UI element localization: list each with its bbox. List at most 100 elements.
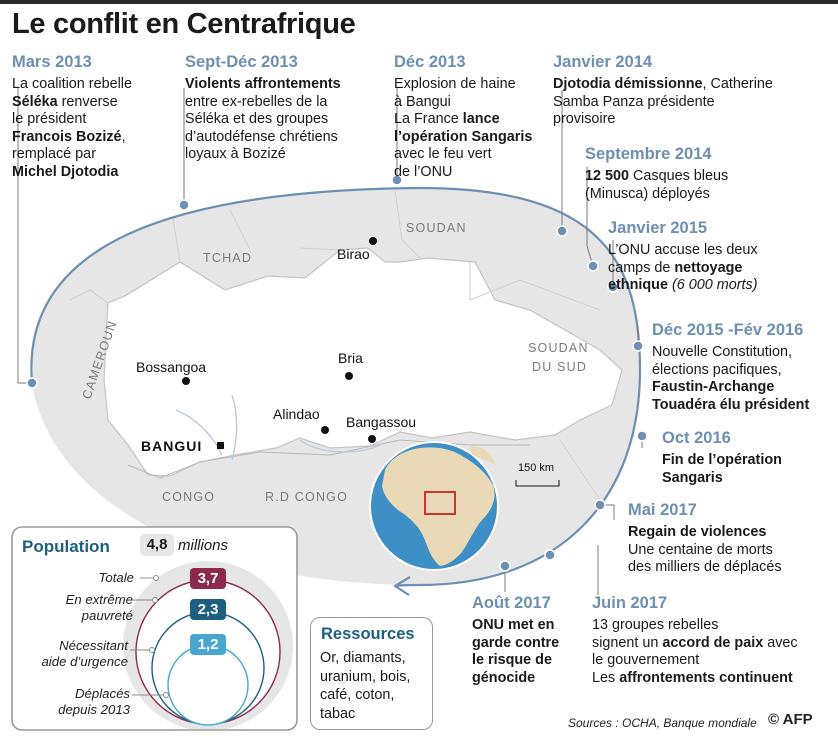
page-title: Le conflit en Centrafrique xyxy=(12,8,356,40)
event-date: Mai 2017 xyxy=(628,501,697,519)
country-label: TCHAD xyxy=(203,251,252,265)
timeline-dot xyxy=(26,377,38,389)
capital-label: BANGUI xyxy=(141,438,202,454)
event-text: La coalition rebelle xyxy=(12,76,133,92)
event-date: Janvier 2015 xyxy=(608,219,708,237)
rivers xyxy=(175,394,381,461)
timeline-dot xyxy=(499,560,511,572)
resources-title: Ressources xyxy=(321,625,415,643)
event-date: Janvier 2014 xyxy=(553,53,653,71)
timeline-dot xyxy=(587,260,599,272)
event-text: ONU met en xyxy=(472,617,555,633)
event-septembre-2014: Septembre 2014 12 500 Casques bleus(Minus… xyxy=(585,144,728,203)
population-value-total: 3,7 xyxy=(190,568,226,589)
event-text: de l’ONU xyxy=(394,163,453,180)
event-date: Septembre 2014 xyxy=(585,145,712,163)
event-date: Août 2017 xyxy=(472,594,551,612)
event-text: génocide xyxy=(472,669,536,686)
city-label: Birao xyxy=(337,246,370,262)
event-text: Séléka et des groupes xyxy=(185,111,329,127)
event-text: Séléka renverse xyxy=(12,93,118,110)
country-label: DU SUD xyxy=(532,360,587,374)
leader-line xyxy=(586,167,594,267)
event-text: le président xyxy=(12,111,87,127)
event-text: à Bangui xyxy=(394,93,451,110)
event-text: L’ONU accuse les deux xyxy=(608,242,758,258)
country-label: SOUDAN xyxy=(528,341,589,355)
population-total-badge: 4,8 xyxy=(140,534,174,556)
afp-credit: © AFP xyxy=(768,711,813,728)
event-text: ethnique (6 000 morts) xyxy=(608,277,758,293)
event-text: Touadéra élu président xyxy=(652,396,810,413)
resources-list: Or, diamants, uranium, bois, café, coton… xyxy=(320,649,410,723)
event-text: (Minusca) déployés xyxy=(585,185,710,202)
event-text: Violents affrontements xyxy=(185,76,341,92)
event-text: le gouvernement xyxy=(592,652,700,668)
city-label: Alindao xyxy=(273,406,320,422)
event-text: élections pacifiques, xyxy=(652,361,782,378)
top-rule xyxy=(0,0,838,4)
timeline-dot xyxy=(556,225,568,237)
population-circle-displaced xyxy=(167,644,249,726)
scale-label: 150 km xyxy=(518,462,554,474)
event-text: Francois Bozizé, xyxy=(12,128,126,145)
timeline-dot xyxy=(594,499,606,511)
timeline-dot xyxy=(544,549,556,561)
globe-locator xyxy=(369,441,499,571)
timeline-oval xyxy=(30,186,642,588)
event-date: Sept-Déc 2013 xyxy=(185,53,298,71)
event-date: Juin 2017 xyxy=(592,594,668,612)
event-text: Samba Panza présidente xyxy=(553,93,715,110)
event-text: provisoire xyxy=(553,111,616,127)
event-date: Déc 2015 -Fév 2016 xyxy=(652,321,804,339)
event-text: camps de nettoyage xyxy=(608,259,743,276)
city-dot xyxy=(369,237,377,245)
country-label: CONGO xyxy=(162,490,215,504)
timeline-dot xyxy=(607,281,619,293)
event-date: Oct 2016 xyxy=(662,429,731,447)
population-value-poverty: 2,3 xyxy=(190,599,226,620)
event-text: des milliers de déplacés xyxy=(628,559,782,575)
event-text: 13 groupes rebelles xyxy=(592,617,719,633)
population-unit: millions xyxy=(178,537,229,554)
event-text: garde contre xyxy=(472,634,560,651)
resource-line: uranium, bois, xyxy=(320,668,411,685)
population-label-total: Totale xyxy=(98,570,134,585)
city-label: Bossangoa xyxy=(136,359,206,375)
locator-box xyxy=(424,491,456,515)
timeline-dot xyxy=(391,174,403,186)
resource-line: café, coton, xyxy=(320,687,395,703)
event-text: La France lance xyxy=(394,111,500,127)
resource-line: Or, diamants, xyxy=(320,650,406,666)
event-text: l’opération Sangaris xyxy=(394,128,533,145)
population-title: Population xyxy=(22,537,110,556)
event-text: Faustin-Archange xyxy=(652,379,775,395)
event-text: remplacé par xyxy=(12,146,96,162)
resources-box: Ressources Or, diamants, uranium, bois, … xyxy=(310,617,433,730)
timeline-arrowhead xyxy=(393,576,411,596)
city-dot xyxy=(345,372,353,380)
event-text: Une centaine de morts xyxy=(628,541,773,558)
timeline-dot xyxy=(178,199,190,211)
event-text: Michel Djotodia xyxy=(12,163,119,180)
event-text: signent un accord de paix avec xyxy=(592,634,798,651)
source-note: Sources : OCHA, Banque mondiale xyxy=(568,716,757,730)
event-text: Explosion de haine xyxy=(394,76,516,92)
event-text: d’autodéfense chrétiens xyxy=(185,128,338,145)
event-text: 12 500 Casques bleus xyxy=(585,168,729,184)
city-dot xyxy=(321,426,329,434)
country-label: SOUDAN xyxy=(406,221,467,235)
capital-marker xyxy=(217,442,224,449)
event-text: Regain de violences xyxy=(628,524,767,540)
event-text: le risque de xyxy=(472,652,552,668)
